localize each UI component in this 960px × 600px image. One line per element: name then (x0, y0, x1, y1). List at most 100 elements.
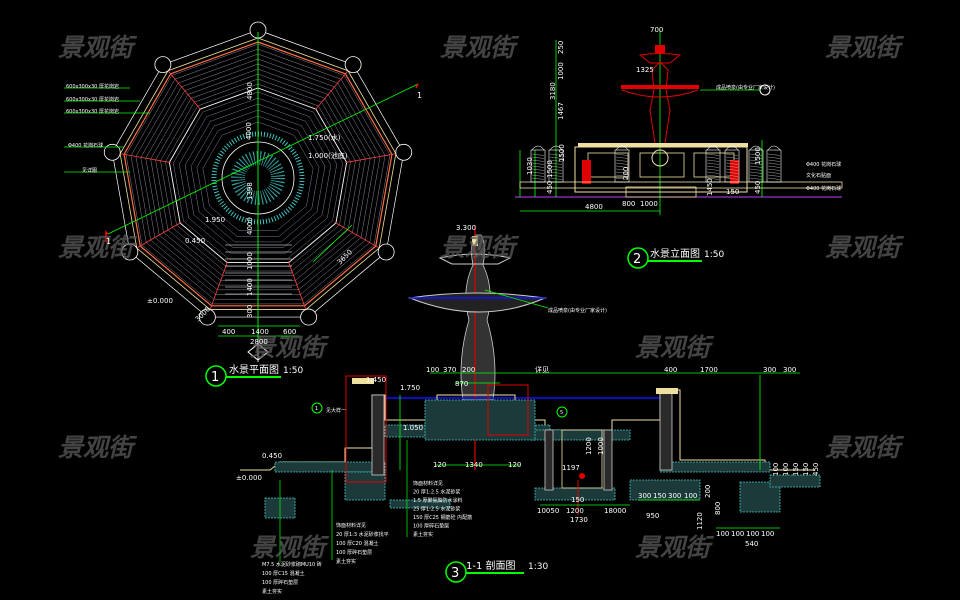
section-concrete-hatch (659, 461, 771, 473)
section-dimension: 1120 (696, 512, 704, 530)
plan-dimension: 400 (222, 328, 235, 336)
elevation-middle-bowl (621, 89, 699, 98)
watermark-text: 景观街 (58, 33, 138, 62)
elevation-title-block: 2 水景立面图 1:50 (627, 247, 724, 269)
pier-stone-pattern (549, 153, 563, 156)
elevation-dimension: 150 (726, 188, 739, 196)
elevation-dimension: 1000 (640, 200, 658, 208)
pier-stone-pattern (531, 159, 545, 162)
section-dimension: 10050 (537, 507, 559, 515)
plan-radial-joint (162, 64, 202, 111)
pier-stone-pattern (615, 159, 629, 162)
section-dimension: 300 (783, 366, 796, 374)
plan-radial-joint (345, 151, 404, 163)
section-dimension: 150 (571, 496, 584, 504)
section-dimension: 100 (761, 530, 774, 538)
plan-annotations: 600x300x30 厚花岗岩 600x300x30 厚花岗岩 600x300x… (66, 82, 422, 346)
plan-note: 600x300x30 厚花岗岩 (66, 83, 119, 90)
section-note: 20 厚1:2.5 水泥砂浆 (413, 489, 460, 496)
section-dimension: 800 (714, 502, 722, 515)
section-cut-mark: 1 (106, 237, 111, 246)
pier-stone-pattern (749, 156, 763, 159)
section-dimension: 150 (792, 463, 800, 476)
pier-stone-pattern (531, 168, 545, 171)
section-dimension: 100 (731, 530, 744, 538)
pier-stone-pattern (549, 174, 563, 177)
pier-stone-pattern (767, 171, 781, 174)
elevation-side-note: Φ400 花岗石球 (806, 161, 841, 168)
pier-stone-pattern (531, 153, 545, 156)
watermark-text: 景观街 (250, 533, 330, 562)
granite-ball-icon (549, 145, 563, 151)
elevation-middle-bowl-rim (621, 85, 699, 89)
pier-stone-pattern (549, 162, 563, 165)
plan-radial-joint (314, 64, 354, 111)
section-level: 1.450 (366, 376, 386, 384)
section-pump-pit (561, 429, 603, 489)
watermark-text: 景观街 (58, 233, 138, 262)
elevation-dimension: 1500 (754, 147, 762, 165)
pier-stone-pattern (531, 165, 545, 168)
section-level: 1.050 (403, 424, 423, 432)
elevation-fountain-stem (649, 61, 671, 144)
elevation-side-note: 文化石贴面 (806, 172, 831, 179)
plan-dimension: 600 (283, 328, 296, 336)
pier-stone-pattern (767, 162, 781, 165)
plan-scale: 1:50 (283, 366, 303, 376)
section-cut-arrow (105, 230, 109, 242)
section-wall-label: 见大样一 (326, 407, 346, 414)
pier-stone-pattern (615, 174, 629, 177)
granite-ball-icon (377, 243, 395, 261)
elevation-fountain-top (655, 45, 665, 53)
pier-stone-pattern (549, 177, 563, 180)
section-dimension: 150 (802, 463, 810, 476)
section-note: 100 厚碎石垫层 (262, 579, 298, 586)
section-dimension: 400 (664, 366, 677, 374)
section-concrete-hatch (274, 461, 386, 473)
plan-dimension: 4000 (245, 122, 253, 140)
section-concrete-hatch (424, 399, 536, 441)
elevation-dimension: 700 (650, 26, 663, 34)
section-pit-wall (544, 429, 554, 491)
elevation-dimension: 450 (546, 181, 554, 194)
pier-stone-pattern (767, 153, 781, 156)
detail-mark-icon (556, 406, 568, 418)
section-title: 1-1 剖面图 (466, 559, 516, 572)
elevation-title: 水景立面图 (650, 247, 700, 260)
pier-stone-pattern (749, 171, 763, 174)
pier-stone-pattern (749, 162, 763, 165)
ornament-vase-icon (651, 149, 669, 167)
north-arrow-icon (247, 343, 269, 361)
pier-stone-pattern (531, 177, 545, 180)
pier-stone-pattern (706, 174, 720, 177)
elevation-plinth (519, 181, 843, 189)
section-dimension: 100 (684, 492, 697, 500)
elevation-dimension: 200 (622, 167, 630, 180)
section-scale: 1:30 (528, 562, 548, 572)
section-note: 100 厚C15 混凝土 (262, 570, 305, 577)
detail-mark-icon (759, 84, 771, 96)
granite-ball-icon (749, 145, 763, 151)
pier-stone-pattern (767, 168, 781, 171)
detail-mark-number: 5 (560, 410, 563, 416)
pier-stone-pattern (549, 159, 563, 162)
section-top-bowl (438, 253, 512, 265)
plan-radial-joint (207, 261, 229, 318)
section-dimension: 详见 (535, 365, 549, 374)
section-level: ±0.000 (236, 474, 262, 482)
section-title-block: 3 1-1 剖面图 1:30 (445, 559, 548, 583)
elevation-dimension: 1000 (557, 62, 565, 80)
granite-ball-icon (198, 308, 216, 326)
elevation-cap (578, 143, 748, 147)
section-dimension: 120 (433, 461, 446, 469)
elevation-panel (639, 152, 685, 178)
section-dimension: 100 (746, 530, 759, 538)
granite-ball-icon (767, 145, 781, 151)
plan-note: 见详图 (82, 167, 97, 174)
plan-dimension: 300 (246, 305, 254, 318)
section-dimension: 100 (426, 366, 439, 374)
section-note: 1.5 厚聚氨酯防水涂料 (413, 497, 463, 504)
pier-stone-pattern (531, 171, 545, 174)
pier-stone-pattern (749, 159, 763, 162)
